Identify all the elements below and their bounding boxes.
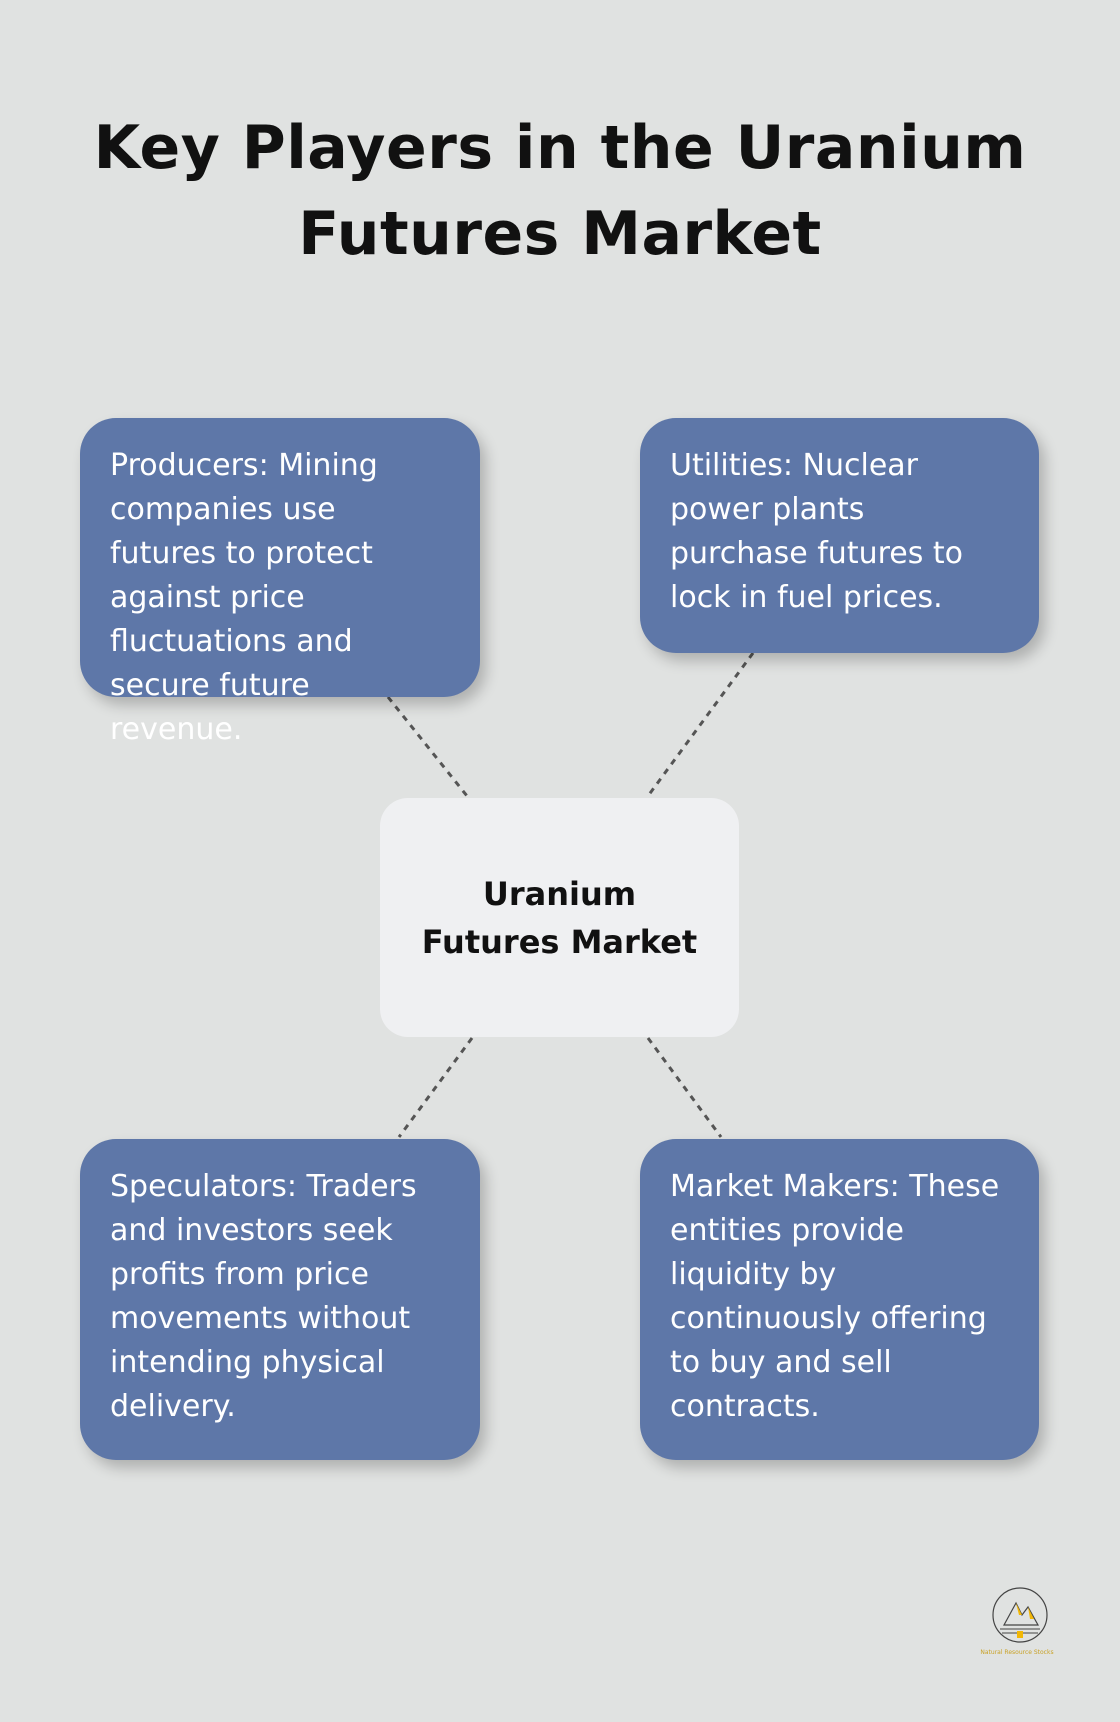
center-label: Uranium Futures Market (421, 874, 698, 961)
market-makers-box: Market Makers: These entities provide li… (640, 1139, 1039, 1460)
producers-box: Producers: Mining companies use futures … (80, 418, 480, 747)
connector-speculators (397, 1037, 474, 1138)
center-node: Uranium Futures Market (380, 798, 739, 1037)
mountain-logo-icon (992, 1587, 1048, 1643)
logo-text: Natural Resource Stocks (980, 1649, 1054, 1656)
connector-producers (386, 696, 469, 797)
logo: Natural Resource Stocks (980, 1585, 1055, 1656)
connector-utilities (646, 652, 755, 797)
speculators-box: Speculators: Traders and investors seek … (80, 1139, 480, 1460)
connector-market-makers (646, 1037, 723, 1138)
page-title: Key Players in the Uranium Futures Marke… (93, 113, 1027, 269)
utilities-box: Utilities: Nuclear power plants purchase… (640, 418, 1039, 653)
